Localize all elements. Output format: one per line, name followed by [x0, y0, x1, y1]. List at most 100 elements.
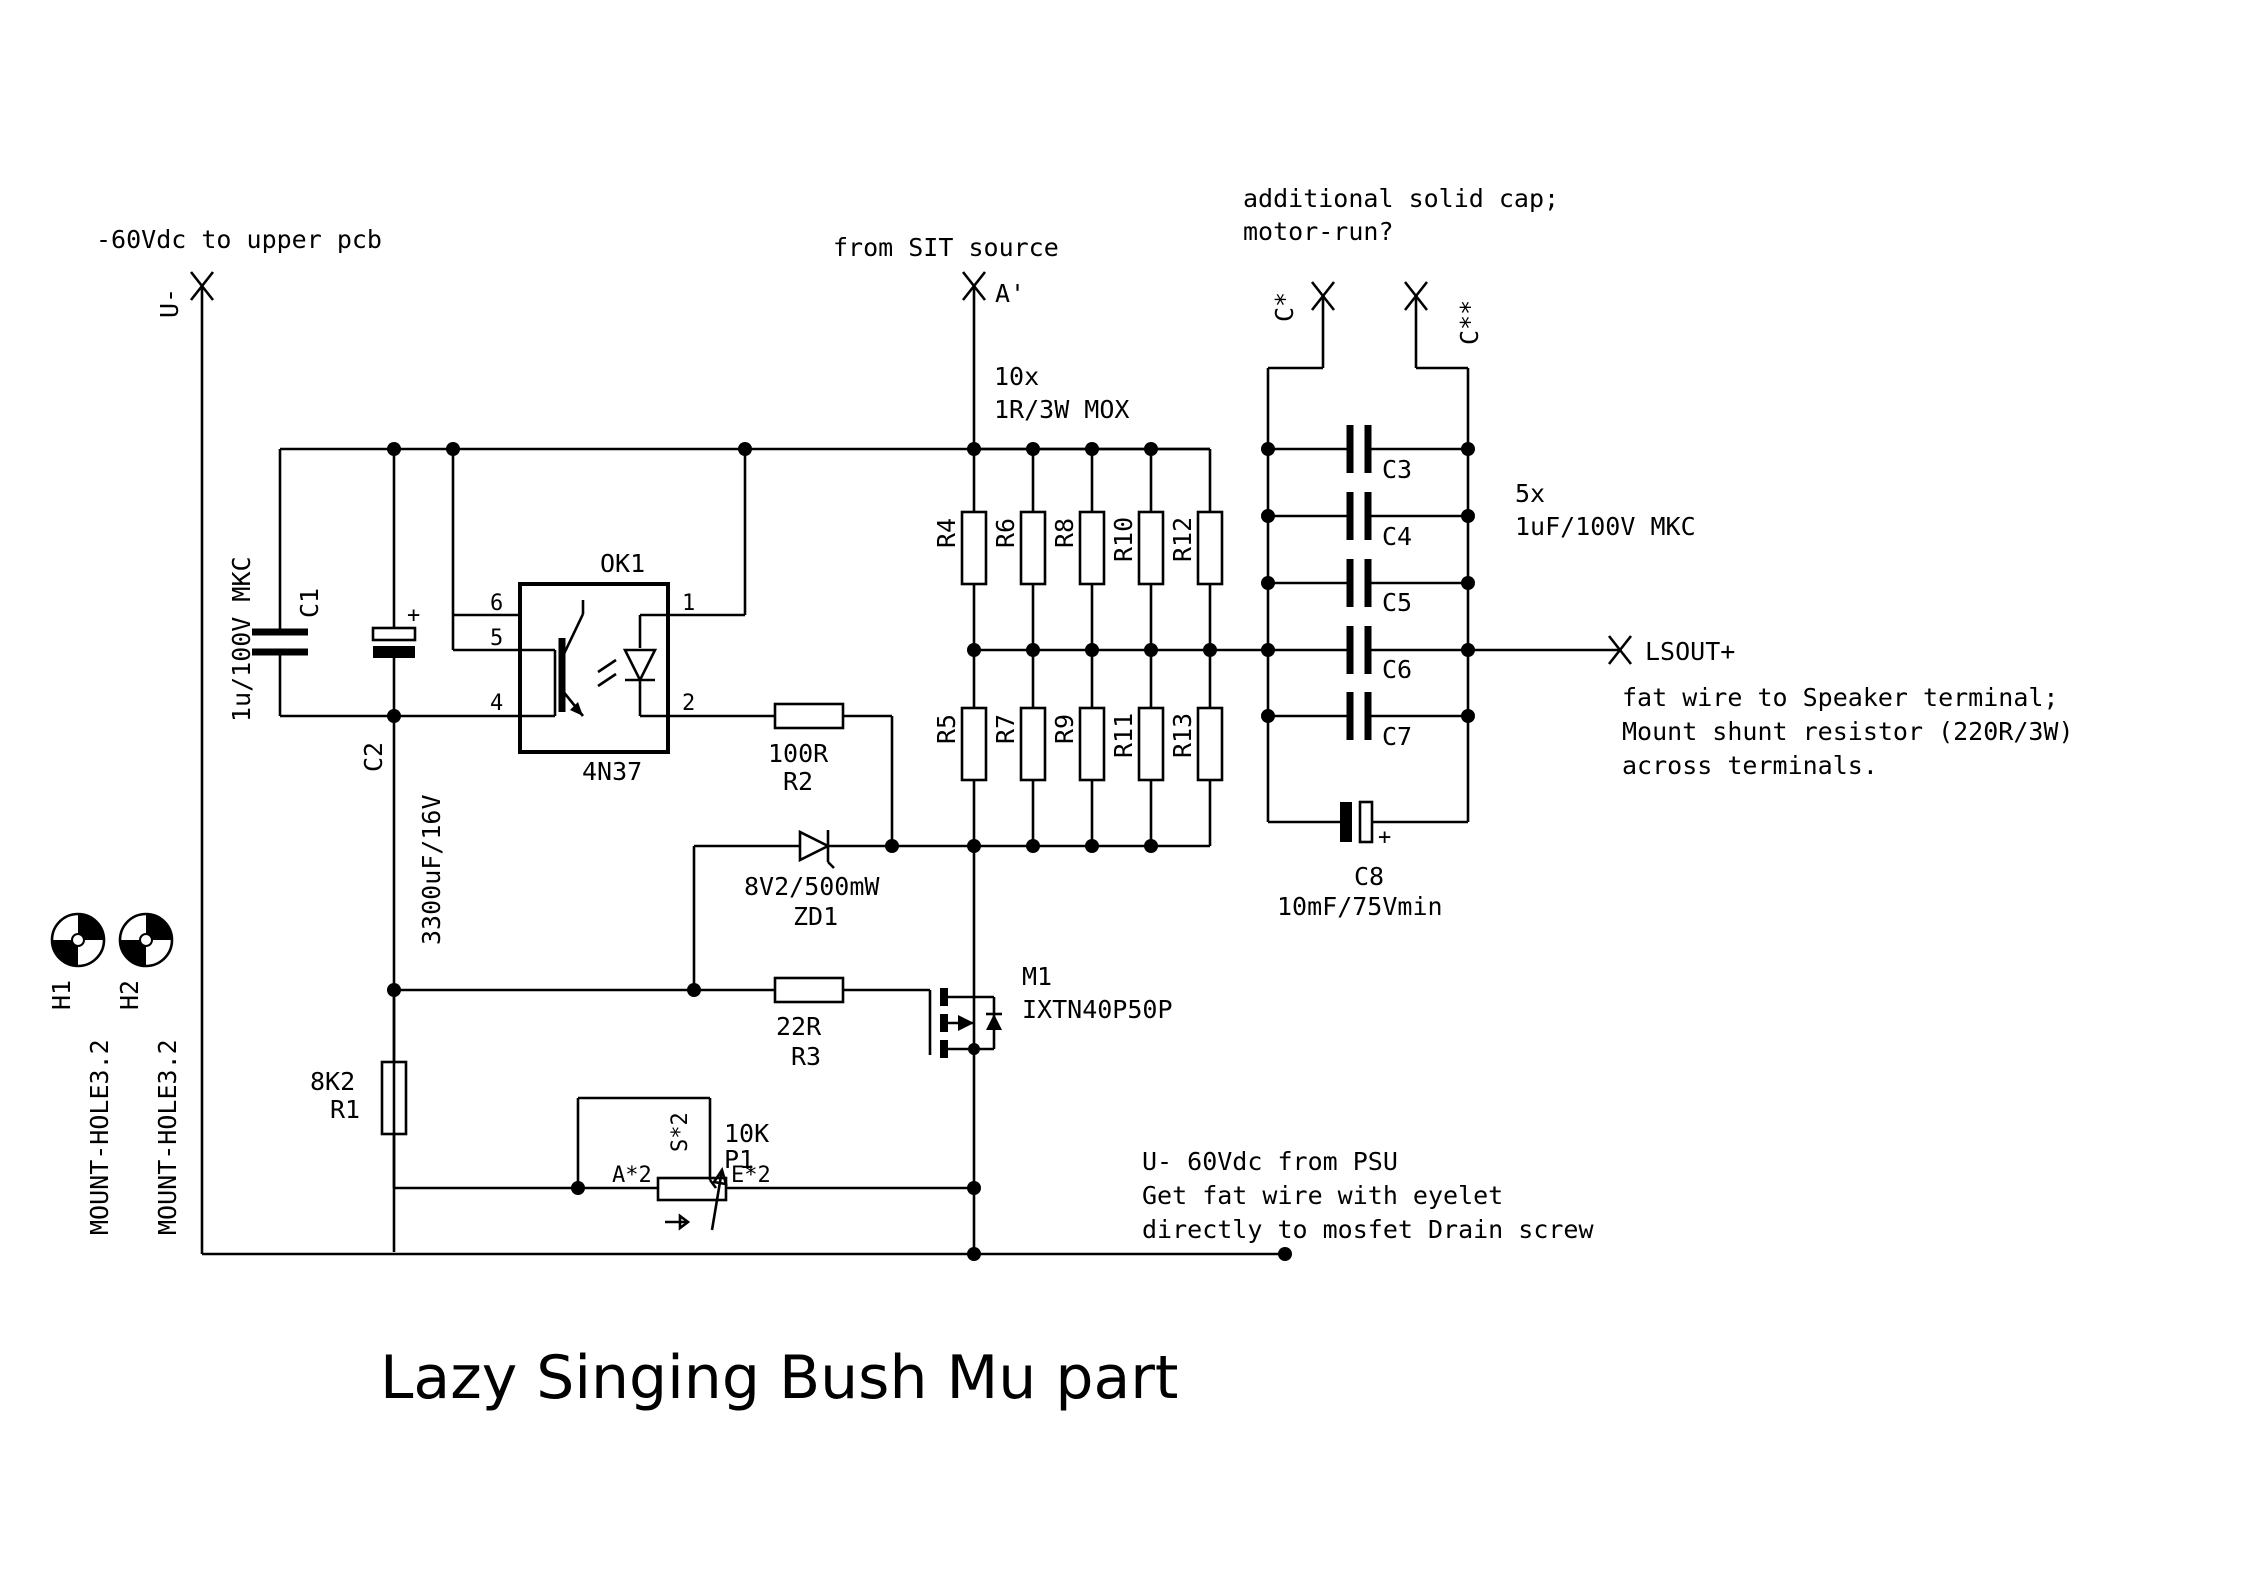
junction-dot [1278, 1247, 1292, 1261]
junction-dot [387, 709, 401, 723]
junction-dot [1461, 576, 1475, 590]
junction-dot [967, 1247, 981, 1261]
capacitor-c8: + C8 10mF/75Vmin [1268, 800, 1468, 921]
zd1-name: ZD1 [793, 902, 838, 931]
cap-bank-value: 1uF/100V MKC [1515, 512, 1696, 541]
capacitor-c6-name: C6 [1382, 655, 1412, 684]
junction-dot [571, 1181, 585, 1195]
capacitor-row: C3 [1268, 425, 1468, 484]
c-note-2: motor-run? [1243, 217, 1394, 246]
res-bank-value: 1R/3W MOX [994, 395, 1129, 424]
junction-dot [446, 442, 460, 456]
capacitor-c1: C1 1u/100V MKC [227, 556, 324, 722]
junction-dot [1261, 643, 1275, 657]
c8-name: C8 [1354, 862, 1384, 891]
resistor-r7-name: R7 [991, 714, 1020, 744]
resistor-r4-name: R4 [932, 518, 961, 548]
junction-dot [1461, 509, 1475, 523]
junction-dot [1026, 643, 1040, 657]
h1-name: H1 [47, 980, 76, 1010]
resistor-r10-name: R10 [1109, 517, 1138, 562]
junction-dot [1203, 643, 1217, 657]
resistor-r8-name: R8 [1050, 518, 1079, 548]
junction-dot [1144, 442, 1158, 456]
junction-dot [1461, 442, 1475, 456]
r3-name: R3 [791, 1042, 821, 1071]
junction-dot [1026, 839, 1040, 853]
resistor-r6-name: R6 [991, 518, 1020, 548]
m1-type: IXTN40P50P [1022, 995, 1173, 1024]
terminal-u-minus: U- -60Vdc to upper pcb [96, 225, 1285, 1256]
junction-dot [1085, 442, 1099, 456]
a-prime-note: from SIT source [833, 233, 1059, 262]
resistor-r9-name: R9 [1050, 714, 1079, 744]
junction-dot [1461, 709, 1475, 723]
c2-value: 3300uF/16V [417, 794, 446, 945]
terminal-a-prime: A' from SIT source [833, 233, 1059, 449]
r2-name: R2 [783, 767, 813, 796]
lsout-note-1: fat wire to Speaker terminal; [1622, 683, 2059, 712]
h2-name: H2 [115, 980, 144, 1010]
capacitor-bank: C* C** additional solid cap; motor-run? … [1243, 184, 1696, 921]
p1-pin-s: S*2 [668, 1112, 693, 1152]
junction-dot [738, 442, 752, 456]
r2-value: 100R [768, 739, 829, 768]
ok1-pin-1: 1 [682, 591, 695, 616]
capacitor-c7-name: C7 [1382, 722, 1412, 751]
resistor-r11-name: R11 [1109, 713, 1138, 758]
resistor-column: R8 R9 [1050, 449, 1106, 846]
polarity-plus: + [407, 603, 420, 628]
resistor-bank: 10x 1R/3W MOX R4 R5 R6 R7 [932, 362, 1265, 985]
junction-dot [885, 839, 899, 853]
resistor-r13-name: R13 [1168, 713, 1197, 758]
resistor-column: R4 R5 [932, 449, 988, 846]
junction-dot [1085, 643, 1099, 657]
h1-mount-hole-label: MOUNT-HOLE3.2 [85, 1039, 114, 1235]
junction-dot [1261, 576, 1275, 590]
junction-dot [1085, 839, 1099, 853]
capacitor-c4-name: C4 [1382, 522, 1412, 551]
h2-mount-hole-label: MOUNT-HOLE3.2 [153, 1039, 182, 1235]
p1-value: 10K [724, 1119, 769, 1148]
cap-bank-count: 5x [1515, 479, 1545, 508]
capacitor-row: C4 [1268, 492, 1468, 551]
ok1-name: OK1 [600, 549, 645, 578]
p1-name: P1 [724, 1145, 754, 1174]
junction-dot [968, 1043, 980, 1055]
p1-pin-e: E*2 [731, 1163, 771, 1188]
resistor-r3: 22R R3 [387, 976, 930, 1071]
polarity-plus: + [1378, 825, 1391, 850]
c2-name: C2 [359, 742, 388, 772]
m1-name: M1 [1022, 962, 1052, 991]
resistor-column: R10 R11 [1109, 449, 1165, 846]
junction-dot [1026, 442, 1040, 456]
lsout-note-3: across terminals. [1622, 751, 1878, 780]
schematic-title: Lazy Singing Bush Mu part [380, 1343, 1178, 1413]
junction-dot [1144, 839, 1158, 853]
psu-note-3: directly to mosfet Drain screw [1142, 1215, 1594, 1244]
a-prime-label: A' [995, 279, 1025, 308]
ok1-type: 4N37 [582, 757, 642, 786]
lsout-label: LSOUT+ [1645, 637, 1735, 666]
terminal-lsout: LSOUT+ fat wire to Speaker terminal; Mou… [1468, 635, 2074, 780]
ok1-pin-4: 4 [490, 691, 503, 716]
optocoupler-ok1: OK1 4N37 6 5 4 1 2 [453, 549, 775, 786]
resistor-r1: 8K2 R1 [310, 1060, 658, 1190]
p1-pin-a: A*2 [612, 1163, 652, 1188]
capacitor-row: C5 [1268, 559, 1468, 617]
junction-dot [1261, 509, 1275, 523]
psu-note-2: Get fat wire with eyelet [1142, 1181, 1503, 1210]
capacitor-row: C6 [1268, 626, 1468, 684]
ok1-pin-5: 5 [490, 626, 503, 651]
psu-note: U- 60Vdc from PSU Get fat wire with eyel… [967, 1147, 1594, 1261]
res-bank-count: 10x [994, 362, 1039, 391]
junction-dot [967, 839, 981, 853]
u-minus-note: -60Vdc to upper pcb [96, 225, 382, 254]
junction-dot [967, 643, 981, 657]
lsout-note-2: Mount shunt resistor (220R/3W) [1622, 717, 2074, 746]
c-star-star-label: C** [1455, 300, 1484, 345]
mount-hole-h1: H1 MOUNT-HOLE3.2 [47, 912, 114, 1235]
psu-note-1: U- 60Vdc from PSU [1142, 1147, 1398, 1176]
junction-dot [387, 442, 401, 456]
